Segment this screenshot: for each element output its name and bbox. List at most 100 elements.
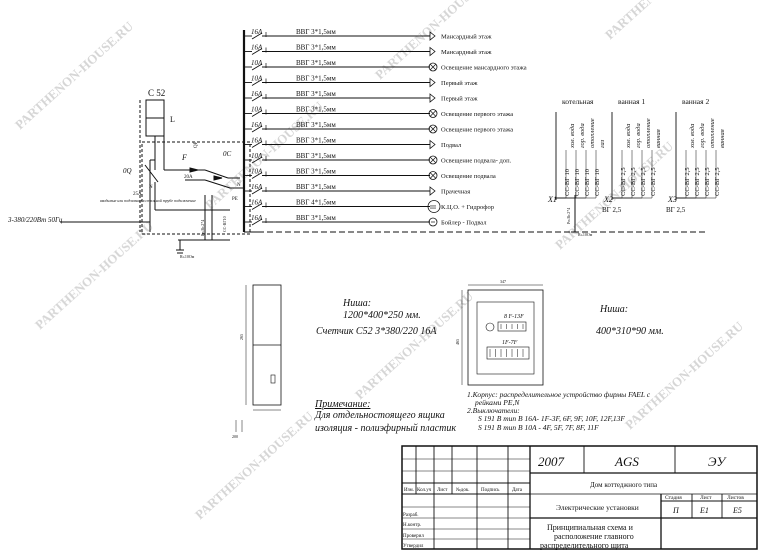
- panel-label-2: 1F-7F: [502, 340, 518, 346]
- stamp-col-list: Лист: [437, 488, 448, 493]
- circuit-cable: ВВГ 3*1,5мм: [296, 168, 336, 176]
- equip-cable: СС-ВГ 2,5: [684, 167, 691, 196]
- circuit-load: Освещение мансардного этажа: [441, 65, 527, 72]
- circuit-amp: 10А: [251, 75, 263, 83]
- equip-item-name: гор. вода: [635, 123, 642, 148]
- circuit-cable: ВВГ 3*1,5мм: [296, 137, 336, 145]
- equip-cable: СС-ВГ 2,5: [630, 167, 637, 196]
- circuit-amp: 16А: [251, 121, 263, 129]
- cable-x1-label: Рп.Вг.2*4: [566, 208, 571, 224]
- niche-dim-side: 265: [239, 334, 244, 340]
- watermark-text: PARTHENON-HOUSE.RU: [192, 408, 317, 522]
- circuit-cable: ВВГ 3*1,5мм: [296, 106, 336, 114]
- boiler-icon: [428, 217, 438, 227]
- equip-item-name: отопление: [645, 118, 652, 148]
- l-label: L: [170, 115, 175, 124]
- socket-icon: [429, 139, 436, 150]
- stamp-code: ЭУ: [708, 454, 728, 469]
- spec-notes: 1.Корпус: распределительное устройство ф…: [467, 390, 651, 432]
- meter-text: Счетчик С52 3*380/220 16А: [316, 326, 437, 337]
- circuit-load: Освещение подвала- доп.: [441, 158, 512, 165]
- stamp-row-2: Н.контр.: [403, 523, 421, 528]
- equip-group-title: котельная: [562, 97, 594, 106]
- lamp-icon: [428, 124, 438, 134]
- circuit-amp: 16А: [251, 199, 263, 207]
- circuit-amp: 10А: [251, 168, 263, 176]
- stamp-org: AGS: [614, 454, 639, 469]
- box-width-label: 347: [500, 279, 506, 284]
- socket-icon: [429, 77, 436, 88]
- pe-label: PE: [232, 197, 238, 202]
- motor-icon: [427, 200, 441, 213]
- equip-item-name: гор. вода: [699, 123, 706, 148]
- niche-title: Ниша:: [342, 298, 371, 309]
- circuit-amp: 16А: [251, 44, 263, 52]
- right-niche-dims: 400*310*90 мм.: [596, 326, 664, 337]
- circuit-cable: ВВГ 3*1,5мм: [296, 44, 336, 52]
- equip-item-name: газ: [599, 139, 606, 148]
- breaker-row: [489, 324, 524, 357]
- equip-item-name: ванная: [655, 129, 662, 148]
- socket-icon: [429, 93, 436, 103]
- input-note: вводимые или подземное в стальной трубе …: [100, 198, 196, 203]
- amp-25-label: 25А: [133, 192, 142, 197]
- equip-cable: СС-ВГ 10: [574, 169, 581, 196]
- socket-icon: [429, 186, 436, 196]
- stamp-col-izm: Изм.: [404, 488, 414, 493]
- note-title: Примечание:: [314, 399, 370, 410]
- niche-dims: 1200*400*250 мм.: [343, 310, 421, 321]
- socket-icon: [429, 31, 436, 41]
- equip-cable: СС-ВГ 10: [564, 169, 571, 196]
- meter-label: С 52: [148, 88, 165, 98]
- circuit-amp: 10А: [251, 152, 263, 160]
- circuit-load: К.Ц.О. + Гидрофор: [441, 204, 494, 211]
- spec-line-3: S 191 В тип В 16А- 1F-3F, 6F, 9F, 10F, 1…: [478, 414, 625, 423]
- equip-item-name: хол. вода: [625, 124, 632, 149]
- circuit-cable: ВВГ 3*1,5мм: [296, 59, 336, 67]
- equip-cable: СС-ВГ 10: [594, 169, 601, 196]
- circuit-cable: ВВГ 3*1,5мм: [296, 75, 336, 83]
- stamp-stage-value: П: [672, 506, 680, 515]
- n-label: N: [237, 183, 241, 188]
- lamp-icon: [428, 171, 438, 180]
- equip-item-name: отопление: [589, 118, 596, 148]
- circuit-cable: ВВГ 3*1,5мм: [296, 121, 336, 129]
- circuit-load: Освещение первого этажа: [441, 111, 513, 118]
- lamp-icon: [428, 62, 438, 72]
- equip-terminal-cable: ВГ 2,5: [602, 206, 622, 214]
- stamp-row-4: Утвердил: [403, 544, 424, 549]
- stamp-section: Электрические установки: [556, 503, 639, 512]
- circuit-amp: 16А: [251, 90, 263, 98]
- equip-terminal: X1: [547, 195, 557, 204]
- spec-line-1b: рейками PE,N: [474, 398, 520, 407]
- equip-terminal-cable: ВГ 2,5: [666, 206, 686, 214]
- circuit-amp: 10А: [251, 106, 263, 114]
- circuit-load: Мансардный этаж: [441, 34, 492, 41]
- oq-label: 0Q: [123, 167, 132, 175]
- box-height-label: 465: [455, 339, 460, 345]
- circuit-load: Первый этаж: [441, 80, 478, 87]
- lamp-icon: [428, 109, 438, 118]
- watermark-layer: PARTHENON-HOUSE.RUPARTHENON-HOUSE.RUPART…: [12, 0, 747, 522]
- stamp-year: 2007: [538, 454, 565, 469]
- cable-left-label: Рп.Вг.2*4: [200, 220, 205, 236]
- circuit-amp: 16А: [251, 183, 263, 191]
- stamp-row-3: Проверил: [403, 534, 424, 539]
- stamp-row-1: Разраб.: [403, 513, 419, 518]
- f-label: F: [181, 153, 187, 162]
- amp-20-label: 20А: [184, 175, 193, 180]
- stamp-project: Дом коттеджного типа: [590, 481, 658, 489]
